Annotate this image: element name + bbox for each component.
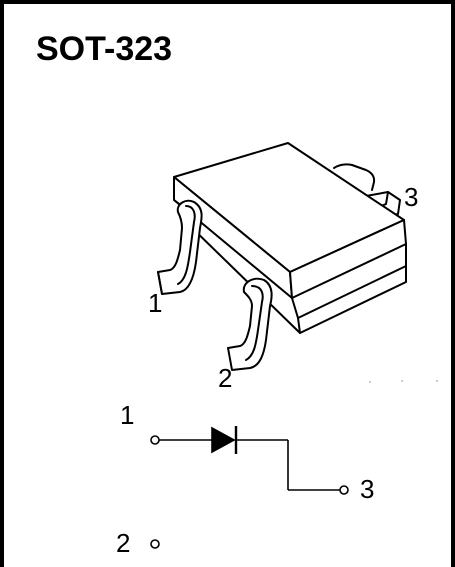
schematic <box>150 426 349 549</box>
schematic-pin-1-label: 1 <box>120 400 134 430</box>
package-drawing <box>157 142 407 371</box>
package-pin-2-label: 2 <box>218 363 232 393</box>
diode-icon <box>211 426 238 454</box>
package-pin-1-label: 1 <box>148 288 162 318</box>
schematic-pin-2-label: 2 <box>116 528 130 558</box>
package-pin-3-label: 3 <box>404 182 418 212</box>
schematic-pin-2-terminal <box>150 539 160 549</box>
package-title: SOT-323 <box>36 30 173 68</box>
schematic-pin-1-terminal <box>150 435 160 445</box>
schematic-pin-3-terminal <box>339 485 349 495</box>
pin-1-lead <box>157 199 203 295</box>
pin-2-lead <box>227 277 273 371</box>
package-body <box>173 142 407 334</box>
schematic-pin-3-label: 3 <box>360 474 374 504</box>
dot-marks <box>369 380 438 383</box>
